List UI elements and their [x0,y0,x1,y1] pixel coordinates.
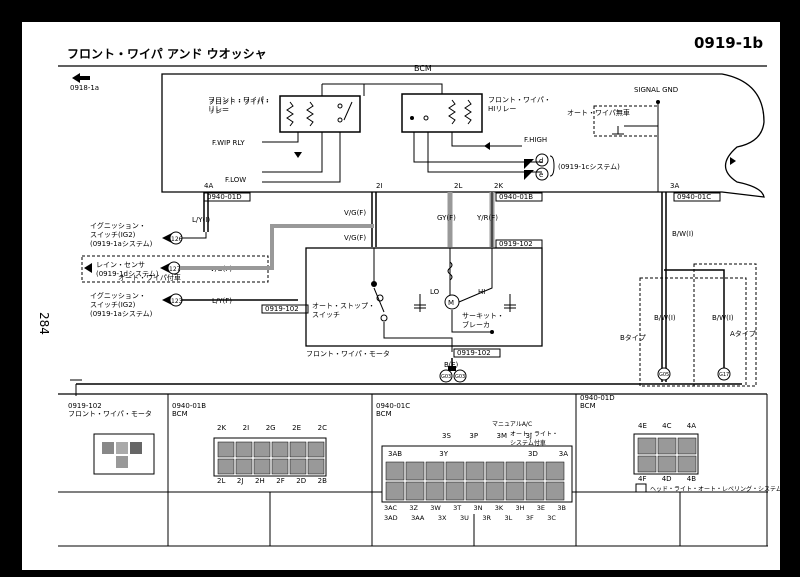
type-b-label: Bタイプ [620,333,646,342]
svg-text:ヘッド・ライト・オート・レベリング・システム付車: ヘッド・ライト・オート・レベリング・システム付車 [650,485,780,493]
wire-ly2: L/Y(F) [212,297,232,305]
svg-text:0940-01B: 0940-01B [499,193,533,201]
bcm-label: BCM [414,64,432,73]
wire-bw3: B/W(I) [712,314,734,322]
fwip-rly-label: F.WIP RLY [212,139,245,147]
ign2-label: イグニッション・スイッチ(IG2)(0919-1aシステム) [90,291,153,318]
svg-text:e: e [539,171,543,179]
breaker-label: サーキット・ブレーカ [462,312,504,329]
svg-text:0940-01C: 0940-01C [376,402,410,410]
svg-text:G05: G05 [659,372,669,378]
ground-g03 [439,369,453,383]
connector-0919-102-b: 0919-102 [261,304,309,314]
wire-yr: Y/R(F) [476,214,498,222]
svg-text:0919-102: 0919-102 [499,240,533,248]
type-a-label: Aタイプ [730,329,756,338]
auto-note: オート・ワイパ付車 [118,273,181,282]
ground-g17 [717,367,731,381]
svg-text:2K: 2K [494,182,503,190]
front-wiper-relay-label: フロント・ワイパ・リレー [208,98,271,115]
ref-d [535,153,549,167]
svg-text:123: 123 [171,298,183,305]
rain-sensor-box [81,255,269,283]
prev-arrow-icon[interactable] [72,73,90,83]
connector-0940-01d: 0940-01D [203,192,251,202]
svg-text:フロント・ワイパ・モータ: フロント・ワイパ・モータ [68,409,152,418]
svg-text:G17: G17 [719,372,729,378]
svg-text:0940-01D: 0940-01D [207,193,242,201]
ign1-label: イグニッション・スイッチ(IG2)(0919-1aシステム) [90,221,153,248]
fhigh-label: F.HIGH [524,136,547,144]
wiper-motor-label: フロント・ワイパ・モータ [306,349,390,358]
page-code: 0919-1b [694,34,763,52]
svg-text:HI: HI [478,288,485,296]
side-page-number: 284 [37,312,51,335]
wiring-diagram: フロント・ワイパ アンド ウオッシャ 0919-1b 0918-1a 284 B… [37,34,780,547]
svg-text:0940-01C: 0940-01C [677,193,711,201]
diagram-title: フロント・ワイパ アンド ウオッシャ [67,47,267,61]
wire-vg1: V/G(F) [344,209,366,217]
wire-ly1: L/Y(I) [192,216,210,224]
svg-text:BCM: BCM [376,410,392,418]
svg-text:3A: 3A [670,182,679,190]
flow-label: F.LOW [225,176,246,184]
svg-text:0919-102: 0919-102 [265,305,299,313]
rain-label: レイン・センサ(0919-1dシステム) [96,261,159,278]
svg-text:G03: G03 [441,374,451,380]
wire-gy: GY(F) [437,214,456,222]
connector-0940-01b: 0940-01B [495,192,543,202]
wiper-motor-box [305,247,543,347]
connector-0919-102-a: 0919-102 [495,239,543,249]
svg-text:0919-102: 0919-102 [68,402,102,410]
wire-bw1: B/W(I) [672,230,694,238]
ground-g03b [453,369,467,383]
signal-gnd-label: SIGNAL GND [634,86,678,94]
ground-g05 [657,367,671,381]
svg-text:0940-01B: 0940-01B [172,402,206,410]
no-auto-box [593,105,659,137]
system-ref: (0919-1cシステム) [558,163,620,171]
wiring-diagram-page: フロント・ワイパ アンド ウオッシャ 0919-1b 0918-1a 284 B… [22,22,780,570]
auto-stop-label: オート・ストップ・スイッチ [312,302,375,319]
svg-text:126: 126 [171,236,183,243]
svg-text:G03: G03 [455,374,465,380]
wire-vg2: V/G(F) [344,234,366,242]
svg-text:LO: LO [430,288,440,296]
svg-text:4A: 4A [204,182,213,190]
svg-text:127: 127 [169,266,181,273]
svg-text:BCM: BCM [172,410,188,418]
svg-text:2I: 2I [376,182,383,190]
front-wiper-relay-text: フロント・ワイパ・ リレー [208,96,271,113]
prev-ref: 0918-1a [70,84,99,92]
svg-text:0940-01D: 0940-01D [580,394,615,402]
svg-text:d: d [539,157,543,165]
bcm-outline [161,73,765,198]
front-wiper-relay [279,95,361,133]
svg-text:マニュアルA/C: マニュアルA/C [492,421,532,428]
ref-e [535,167,549,181]
wire-bw2: B/W(I) [654,314,676,322]
hi-relay-text: フロント・ワイパ・ HIリレー [488,96,551,113]
connector-0919-102-c: 0919-102 [453,348,501,358]
svg-text:0919-102: 0919-102 [457,349,491,357]
relay-coil [286,101,294,127]
connector-0940-01c: 0940-01C [673,192,721,202]
svg-text:BCM: BCM [580,402,596,410]
no-auto-label: オート・ワイパ無車 [567,108,630,117]
svg-text:2L: 2L [454,182,462,190]
svg-text:オート・ライト・システム付車: オート・ライト・システム付車 [510,431,558,447]
svg-text:M: M [448,299,454,307]
next-arrow-icon[interactable] [730,157,736,165]
